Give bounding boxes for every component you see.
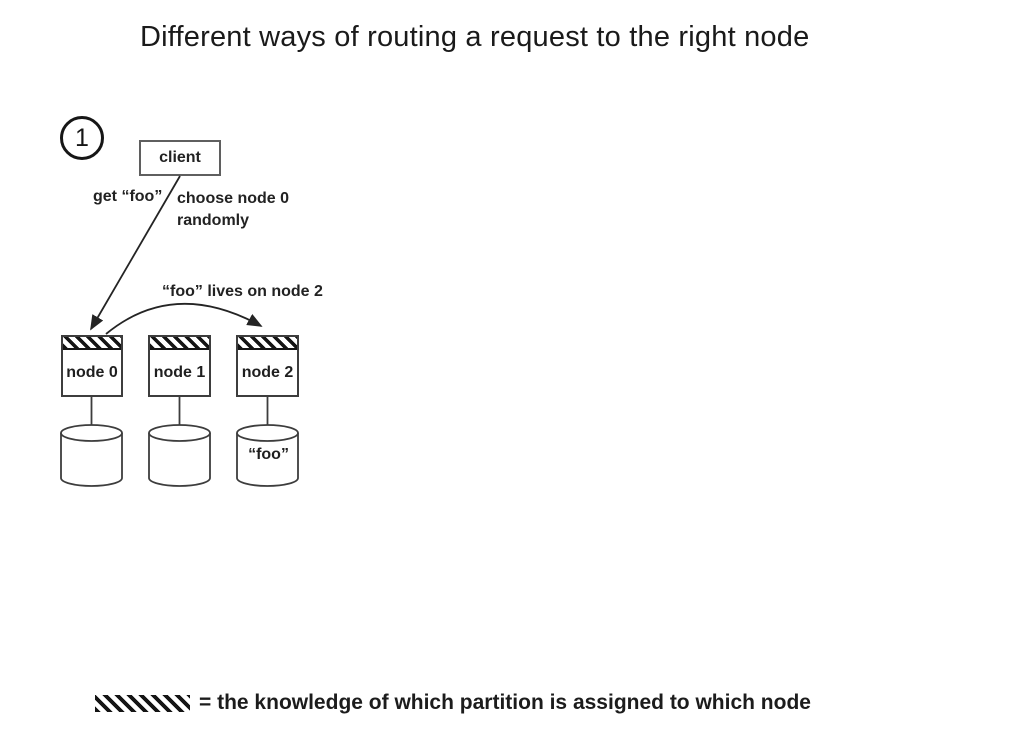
- request-label: get “foo”: [93, 188, 163, 205]
- database-cylinder-1: [148, 424, 211, 487]
- legend: = the knowledge of which partition is as…: [95, 691, 811, 715]
- node-label: node 2: [241, 363, 294, 381]
- node-box-0: node 0: [61, 335, 123, 397]
- step-number-badge: 1: [60, 116, 104, 160]
- node-box-1: node 1: [148, 335, 211, 397]
- database-cylinder-0: [60, 424, 123, 487]
- foo-location-label: “foo” lives on node 2: [162, 283, 323, 300]
- choose-node-label: choose node 0 randomly: [177, 190, 290, 229]
- hatch-swatch-icon: [95, 694, 190, 712]
- step-number: 1: [75, 123, 89, 152]
- node-label: node 1: [153, 363, 206, 381]
- legend-text: = the knowledge of which partition is as…: [199, 691, 811, 714]
- partition-knowledge-hatch-icon: [150, 337, 209, 350]
- node-box-2: node 2: [236, 335, 299, 397]
- page-title: Different ways of routing a request to t…: [140, 21, 810, 53]
- database-cylinder-2: [236, 424, 299, 487]
- request-arrow: [90, 175, 181, 331]
- partition-knowledge-hatch-icon: [238, 337, 297, 350]
- db-record-label: “foo”: [248, 446, 289, 463]
- node-label: node 0: [66, 363, 118, 381]
- redirect-arrow: [105, 303, 263, 335]
- partition-knowledge-hatch-icon: [63, 337, 121, 350]
- client-box: client: [139, 140, 221, 176]
- client-label: client: [159, 149, 201, 166]
